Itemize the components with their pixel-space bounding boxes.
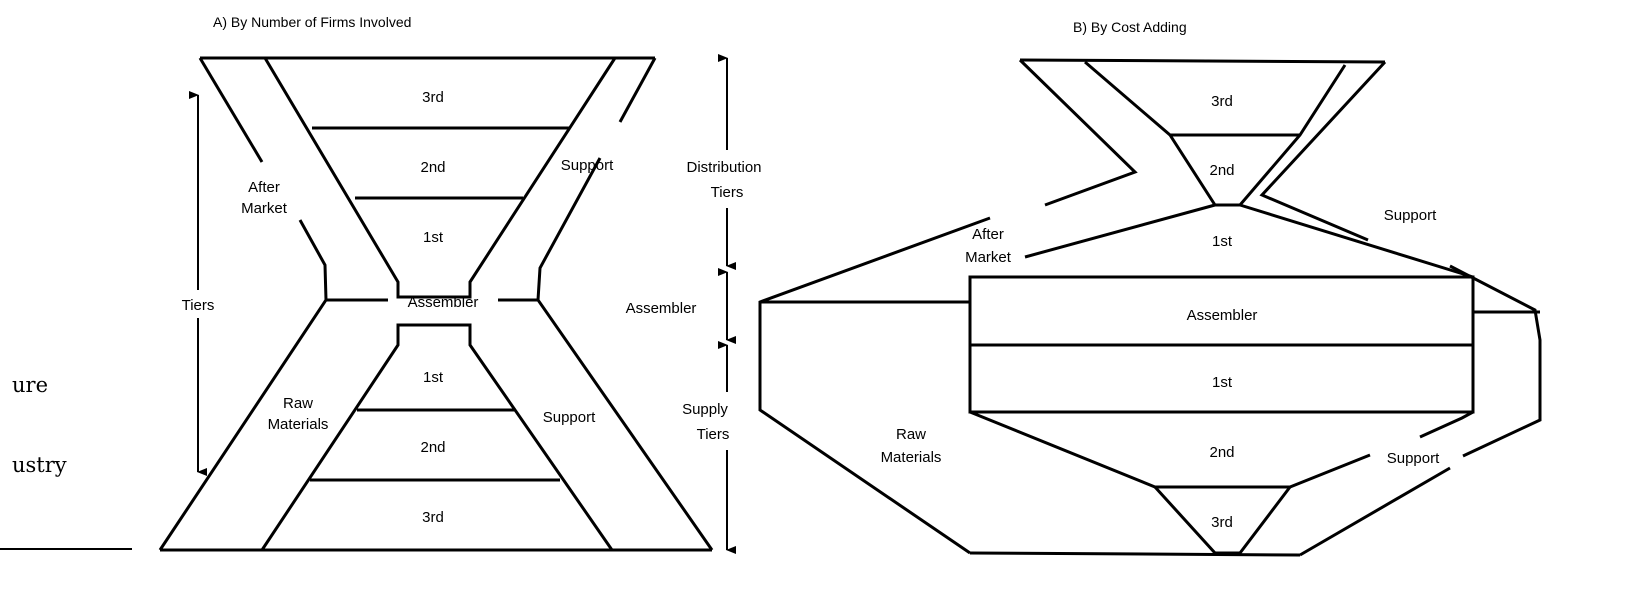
label-sup-2nd: 2nd xyxy=(1209,444,1234,461)
supply-2nd-right xyxy=(1419,410,1474,439)
label-raw-2: Materials xyxy=(881,449,942,466)
top-edge xyxy=(1019,58,1386,64)
bottom-edge xyxy=(969,551,1301,557)
after-market-outer-upper xyxy=(1018,58,1138,207)
panel-a-hourglass: A) By Number of Firms Involved 3rd 2nd 1… xyxy=(158,14,762,554)
support-outer-right xyxy=(1449,264,1542,458)
label-sup-3rd: 3rd xyxy=(422,509,444,526)
label-assembler-side: Assembler xyxy=(626,300,697,317)
panel-a-title: A) By Number of Firms Involved xyxy=(213,14,411,30)
label-supply-tiers-1: Supply xyxy=(682,401,728,418)
after-market-outer-lower xyxy=(158,219,328,551)
label-sup-2nd: 2nd xyxy=(420,439,445,456)
after-market-outer-upper xyxy=(198,57,264,163)
support-outer-upper xyxy=(618,57,657,123)
label-sup-3rd: 3rd xyxy=(1211,514,1233,531)
after-market-outer-lower xyxy=(758,216,991,555)
label-assembler: Assembler xyxy=(408,294,479,311)
distribution-funnel xyxy=(1084,60,1347,207)
supply-funnel xyxy=(260,323,614,551)
label-support-bottom: Support xyxy=(1387,450,1440,467)
label-distribution-tiers-1: Distribution xyxy=(686,159,761,176)
label-sup-1st: 1st xyxy=(1212,374,1233,391)
support-outer-lower xyxy=(536,157,714,551)
label-support-top: Support xyxy=(561,157,614,174)
supply-1st-box xyxy=(968,343,1475,414)
label-dist-3rd: 3rd xyxy=(1211,93,1233,110)
label-tiers: Tiers xyxy=(182,297,215,314)
label-sup-1st: 1st xyxy=(423,369,444,386)
label-after-market-2: Market xyxy=(241,200,288,217)
label-dist-2nd: 2nd xyxy=(420,159,445,176)
distribution-funnel xyxy=(263,57,617,299)
side-text-line-2: ustry xyxy=(12,453,67,477)
label-assembler: Assembler xyxy=(1187,307,1258,324)
panel-b-cost-diagram: B) By Cost Adding 3rd 2nd 1st Assembler … xyxy=(758,19,1542,557)
label-raw-1: Raw xyxy=(283,395,313,412)
supply-3rd-triangle xyxy=(1153,485,1292,555)
panel-b-title: B) By Cost Adding xyxy=(1073,19,1187,35)
label-supply-tiers-2: Tiers xyxy=(697,426,730,443)
support-outer-lower xyxy=(1299,466,1451,557)
label-dist-1st: 1st xyxy=(423,229,444,246)
label-after-market-2: Market xyxy=(965,249,1012,266)
label-after-market-1: After xyxy=(248,179,280,196)
first-tier-right-edge xyxy=(1239,203,1474,279)
label-dist-1st: 1st xyxy=(1212,233,1233,250)
label-support-top: Support xyxy=(1384,207,1437,224)
supply-2nd-edges xyxy=(969,410,1371,489)
label-dist-2nd: 2nd xyxy=(1209,162,1234,179)
label-dist-3rd: 3rd xyxy=(422,89,444,106)
label-distribution-tiers-2: Tiers xyxy=(711,184,744,201)
label-raw-1: Raw xyxy=(896,426,926,443)
label-support-bottom: Support xyxy=(543,409,596,426)
first-tier-left-edge xyxy=(1024,203,1216,259)
label-after-market-1: After xyxy=(972,226,1004,243)
label-raw-2: Materials xyxy=(268,416,329,433)
side-text-line-1: ure xyxy=(12,373,48,397)
support-outer-upper xyxy=(1259,60,1387,242)
